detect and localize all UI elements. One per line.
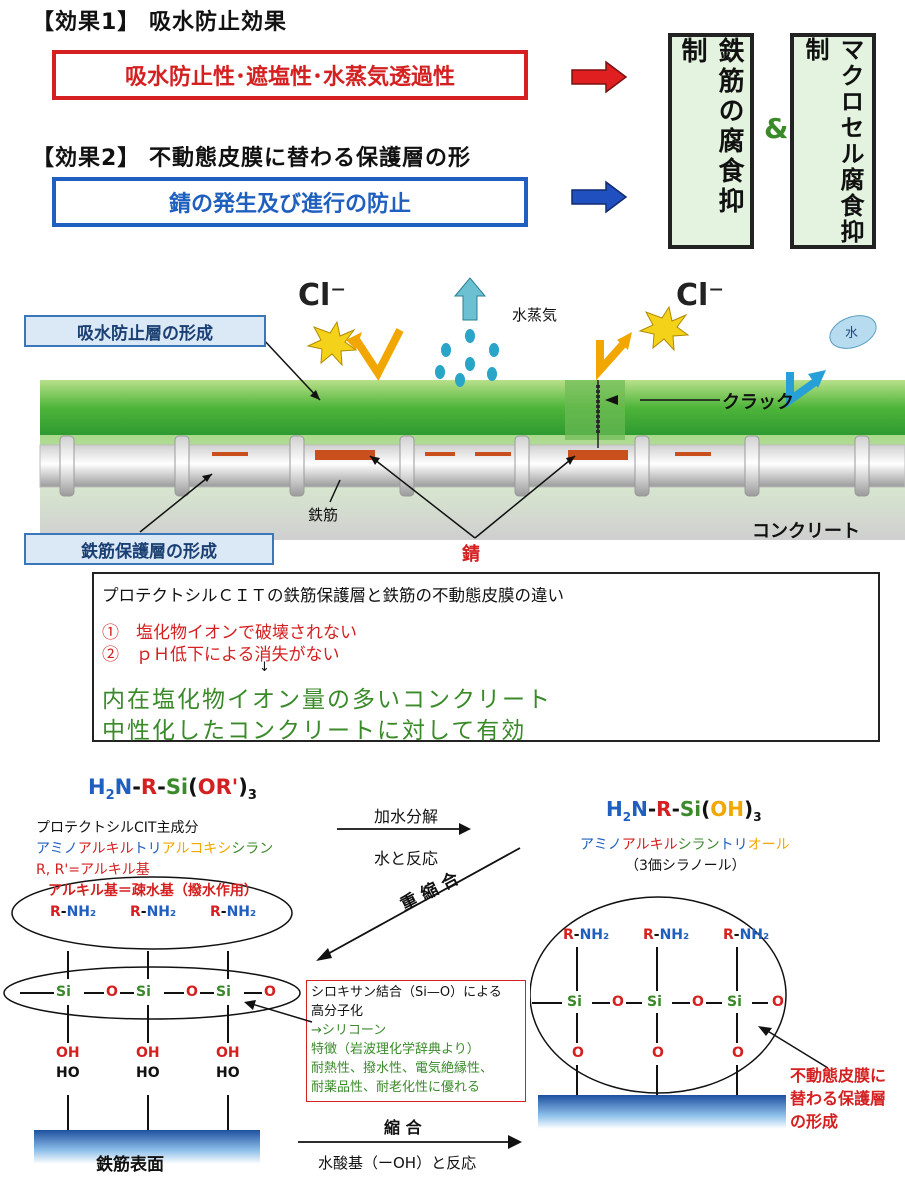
- siloxane-line-1: シロキサン結合（Si—O）による: [311, 985, 502, 1000]
- siloxane-line-4: 特徴（岩波理化学辞典より）: [311, 1042, 480, 1057]
- formula-right: H2N-R-Si(OH)3: [606, 797, 762, 824]
- water-label: 水: [845, 326, 859, 341]
- component-name: アミノアルキルトリアルコキシシラン: [36, 841, 274, 857]
- rebar-surface-right: [538, 1095, 786, 1129]
- o-right-2: O: [692, 994, 704, 1010]
- passive-note-2: 替わる保護層: [790, 1089, 887, 1108]
- passive-note-1: 不動態皮膜に: [790, 1066, 887, 1085]
- effect2-heading: 【効果2】 不動態皮膜に替わる保護層の形: [32, 146, 471, 171]
- blue-arrow-icon: [571, 180, 628, 214]
- condensation-arrow: [298, 1135, 522, 1149]
- si-right-2: Si: [647, 994, 662, 1010]
- ho-3: HO: [216, 1065, 240, 1081]
- label-rebar-protective-layer: 鉄筋保護層の形成: [24, 533, 274, 565]
- concrete-label: コンクリート: [752, 521, 860, 542]
- ampersand: &: [764, 112, 789, 145]
- hydrolysis-label: 加水分解: [374, 807, 439, 826]
- alkyl-note: アルキル基＝疎水基（撥水作用）: [48, 883, 258, 899]
- siloxane-line-2: 高分子化: [311, 1004, 364, 1019]
- ho-1: HO: [56, 1065, 80, 1081]
- si-right-1: Si: [567, 994, 582, 1010]
- o-left-2: O: [186, 984, 198, 1000]
- siloxane-box: シロキサン結合（Si—O）による 高分子化 →シリコーン 特徴（岩波理化学辞典よ…: [306, 980, 526, 1102]
- effect1-heading: 【効果1】 吸水防止効果: [32, 10, 287, 35]
- siloxane-line-6: 耐薬品性、耐老化性に優れる: [311, 1080, 481, 1095]
- rnh2-right-1: NH₂: [579, 927, 610, 943]
- down-arrow: ↓: [259, 660, 270, 675]
- water-repellent-layer: [40, 380, 905, 435]
- chloride-left: Cl⁻: [298, 278, 347, 313]
- rebar: [39, 444, 905, 488]
- vapor-arrow-icon: [453, 277, 487, 321]
- rnh2-right-3: NH₂: [739, 927, 770, 943]
- result-rebar-corrosion: 鉄筋の腐食抑制: [668, 33, 754, 249]
- comparison-item-2: ② ｐＨ低下による消失がない: [102, 645, 340, 665]
- formula-left: H2N-R-Si(OR')3: [88, 775, 257, 804]
- siloxane-pointer: [244, 1000, 313, 1023]
- result-right-text: マクロセル腐食抑制: [801, 37, 864, 245]
- effect1-box: 吸水防止性･遮塩性･水蒸気透過性: [52, 50, 528, 100]
- condensation-label: 縮 合: [384, 1118, 422, 1137]
- hydrolysis-arrow: [337, 823, 471, 835]
- oh-2: OH: [136, 1045, 160, 1061]
- o-left-3: O: [264, 984, 276, 1000]
- result-left-text: 鉄筋の腐食抑制: [677, 37, 744, 217]
- comparison-item-1: ① 塩化物イオンで破壊されない: [102, 623, 357, 643]
- rebar-surface-left: [34, 1130, 260, 1164]
- crack-label: クラック: [722, 392, 794, 413]
- rust-label: 錆: [462, 544, 480, 565]
- effect-line-2: 中性化したコンクリートに対して有効: [102, 718, 527, 744]
- comparison-title: プロテクトシルＣＩＴの鉄筋保護層と鉄筋の不動態皮膜の違い: [102, 586, 564, 605]
- oh-1: OH: [56, 1045, 80, 1061]
- rnh2-left-2: NH₂: [146, 904, 177, 920]
- rnh2-right-2: NH₂: [659, 927, 690, 943]
- rebar-label: 鉄筋: [308, 506, 339, 524]
- siloxane-line-5: 耐熱性、撥水性、電気絶縁性、: [311, 1061, 494, 1076]
- silanetriol-name: アミノアルキルシラントリオール: [580, 837, 790, 853]
- passive-note-3: の形成: [790, 1112, 839, 1131]
- o-left-1: O: [106, 984, 118, 1000]
- comparison-box: プロテクトシルＣＩＴの鉄筋保護層と鉄筋の不動態皮膜の違い ① 塩化物イオンで破壊…: [92, 572, 880, 744]
- o-right-low-3: O: [732, 1045, 744, 1061]
- effect-line-1: 内在塩化物イオン量の多いコンクリート: [102, 687, 552, 713]
- chloride-right: Cl⁻: [676, 278, 725, 313]
- si-left-2: Si: [136, 984, 151, 1000]
- right-molecule: [530, 896, 787, 1129]
- o-right-low-1: O: [572, 1045, 584, 1061]
- left-molecule: [3, 876, 301, 1164]
- react-oh-label: 水酸基（ーOH）と反応: [318, 1154, 477, 1172]
- o-right-low-2: O: [652, 1045, 664, 1061]
- r-note: R, R'=アルキル基: [36, 862, 150, 878]
- result-macrocell-corrosion: マクロセル腐食抑制: [790, 33, 876, 249]
- si-right-3: Si: [727, 994, 742, 1010]
- oh-3: OH: [216, 1045, 240, 1061]
- o-right-1: O: [612, 994, 624, 1010]
- silanol-note: （3価シラノール）: [625, 858, 746, 874]
- siloxane-line-3: →シリコーン: [311, 1023, 387, 1038]
- effect2-box: 錆の発生及び進行の防止: [52, 177, 528, 227]
- rebar-surface-label: 鉄筋表面: [96, 1155, 164, 1175]
- label-water-repellent-layer: 吸水防止層の形成: [24, 315, 266, 347]
- water-drop: [829, 315, 877, 349]
- red-arrow-icon: [571, 60, 628, 94]
- react-water-label: 水と反応: [374, 849, 439, 868]
- passive-note: 不動態皮膜に 替わる保護層 の形成: [790, 1064, 886, 1133]
- concrete-illustration: [39, 277, 905, 540]
- ho-2: HO: [136, 1065, 160, 1081]
- si-left-1: Si: [56, 984, 71, 1000]
- rnh2-left-3: NH₂: [226, 904, 257, 920]
- chloride-burst-right: [638, 305, 690, 352]
- polycondensation-arrow: [316, 847, 521, 961]
- o-right-3: O: [772, 994, 784, 1010]
- component-label: プロテクトシルCIT主成分: [36, 820, 199, 836]
- chloride-burst-left: [306, 320, 358, 367]
- vapor-label: 水蒸気: [512, 306, 558, 324]
- passive-pointer: [758, 1026, 829, 1069]
- si-left-3: Si: [216, 984, 231, 1000]
- rnh2-left-1: NH₂: [66, 904, 97, 920]
